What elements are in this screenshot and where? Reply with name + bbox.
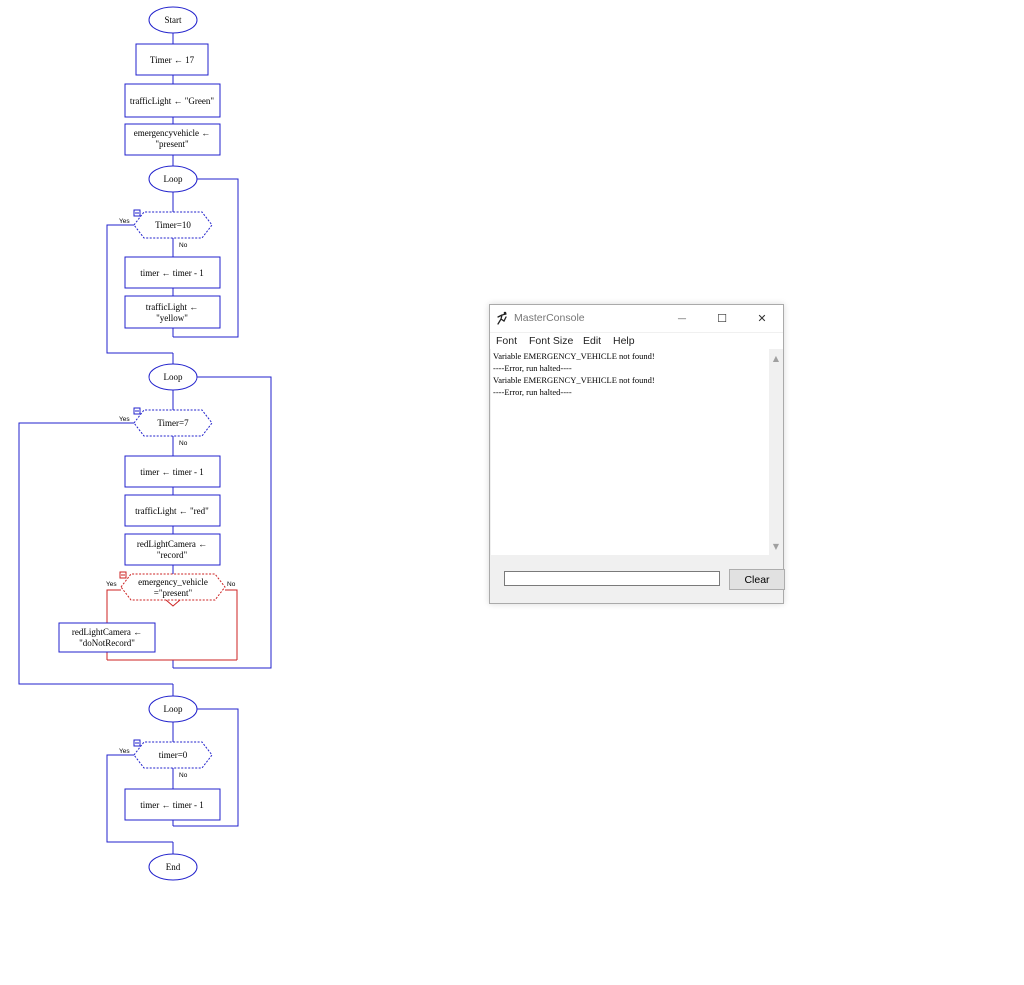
loop1-yellow-label-2: "yellow" xyxy=(156,313,188,323)
if-emergency-decision[interactable] xyxy=(120,573,226,601)
loop1-label: Loop xyxy=(164,174,183,184)
output-line: Variable EMERGENCY_VEHICLE not found! xyxy=(493,351,655,361)
assign-emergency-box[interactable] xyxy=(124,123,221,156)
close-icon: ✕ xyxy=(757,312,767,325)
console-menubar: Font Font Size Edit Help xyxy=(490,333,783,349)
output-line: ----Error, run halted---- xyxy=(493,387,572,397)
loop2-camera-label-2: "record" xyxy=(157,550,188,560)
loop1-yellow-box[interactable] xyxy=(124,295,221,329)
end-label: End xyxy=(166,862,181,872)
loop2-camera-label-1: redLightCamera ← xyxy=(137,539,207,549)
menu-help[interactable]: Help xyxy=(613,335,635,347)
loop1-yellow-label-1: trafficLight ← xyxy=(146,302,199,312)
if-camera-label-2: "doNotRecord" xyxy=(79,638,135,648)
end-terminal[interactable] xyxy=(148,853,198,881)
assign-timer-box[interactable] xyxy=(135,43,209,76)
scroll-up-icon[interactable]: ▲ xyxy=(772,353,780,363)
output-line: ----Error, run halted---- xyxy=(493,363,572,373)
if-camera-box[interactable] xyxy=(58,622,156,653)
loop2-label: Loop xyxy=(164,372,183,382)
loop3-label: Loop xyxy=(164,704,183,714)
loop3-decrement-box[interactable] xyxy=(124,788,221,821)
master-console-window: MasterConsole — ☐ ✕ Font Font Size Edit … xyxy=(489,304,785,604)
start-label: Start xyxy=(165,15,182,25)
flowchart: Start Timer ← 17 trafficLight ← "Green" … xyxy=(18,6,272,881)
maximize-button[interactable]: ☐ xyxy=(701,305,743,332)
minimize-icon: — xyxy=(677,313,687,324)
loop2-camera-box[interactable] xyxy=(124,533,221,566)
loop2-no-label: No xyxy=(179,440,188,447)
loop3-decision[interactable] xyxy=(133,741,213,769)
loop1-decision[interactable] xyxy=(133,211,213,239)
loop3-no-label: No xyxy=(179,772,188,779)
if-condition-label-1: emergency_vehicle xyxy=(138,577,208,587)
loop2-decrement-label: timer ← timer - 1 xyxy=(140,467,203,477)
console-title: MasterConsole xyxy=(514,312,585,324)
loop2-red-label: trafficLight ← "red" xyxy=(135,506,209,516)
menu-font[interactable]: Font xyxy=(496,335,518,347)
console-titlebar[interactable]: MasterConsole — ☐ ✕ xyxy=(490,305,783,332)
assign-emergency-label-2: "present" xyxy=(155,139,189,149)
if-camera-label-1: redLightCamera ← xyxy=(72,627,142,637)
loop1-decrement-box[interactable] xyxy=(124,256,221,289)
minimize-button[interactable]: — xyxy=(661,305,703,332)
clear-button[interactable]: Clear xyxy=(729,569,785,590)
if-yes-label: Yes xyxy=(106,581,117,588)
menu-font-size[interactable]: Font Size xyxy=(529,335,574,347)
loop1-decrement-label: timer ← timer - 1 xyxy=(140,268,203,278)
loop1-yes-label: Yes xyxy=(119,218,130,225)
loop2-condition-label: Timer=7 xyxy=(157,418,189,428)
assign-traffic-green-label: trafficLight ← "Green" xyxy=(130,96,214,106)
assign-timer-label: Timer ← 17 xyxy=(150,55,195,65)
loop2-yes-label: Yes xyxy=(119,416,130,423)
console-input[interactable] xyxy=(504,571,720,586)
loop1-condition-label: Timer=10 xyxy=(155,220,191,230)
menu-edit[interactable]: Edit xyxy=(583,335,602,347)
runner-icon xyxy=(497,311,507,325)
scroll-down-icon[interactable]: ▼ xyxy=(772,541,780,551)
console-output[interactable]: Variable EMERGENCY_VEHICLE not found! --… xyxy=(491,349,769,555)
close-button[interactable]: ✕ xyxy=(741,305,783,332)
output-line: Variable EMERGENCY_VEHICLE not found! xyxy=(493,375,655,385)
loop1-no-label: No xyxy=(179,242,188,249)
maximize-icon: ☐ xyxy=(717,312,727,325)
if-condition-label-2: ="present" xyxy=(154,588,193,598)
loop2-decrement-box[interactable] xyxy=(124,455,221,488)
loop2-decision[interactable] xyxy=(133,409,213,437)
loop3-decrement-label: timer ← timer - 1 xyxy=(140,800,203,810)
if-no-label: No xyxy=(227,581,236,588)
assign-emergency-label-1: emergencyvehicle ← xyxy=(134,128,211,138)
loop3-condition-label: timer=0 xyxy=(159,750,188,760)
loop3-yes-label: Yes xyxy=(119,748,130,755)
output-scrollbar[interactable]: ▲ ▼ xyxy=(769,349,783,555)
